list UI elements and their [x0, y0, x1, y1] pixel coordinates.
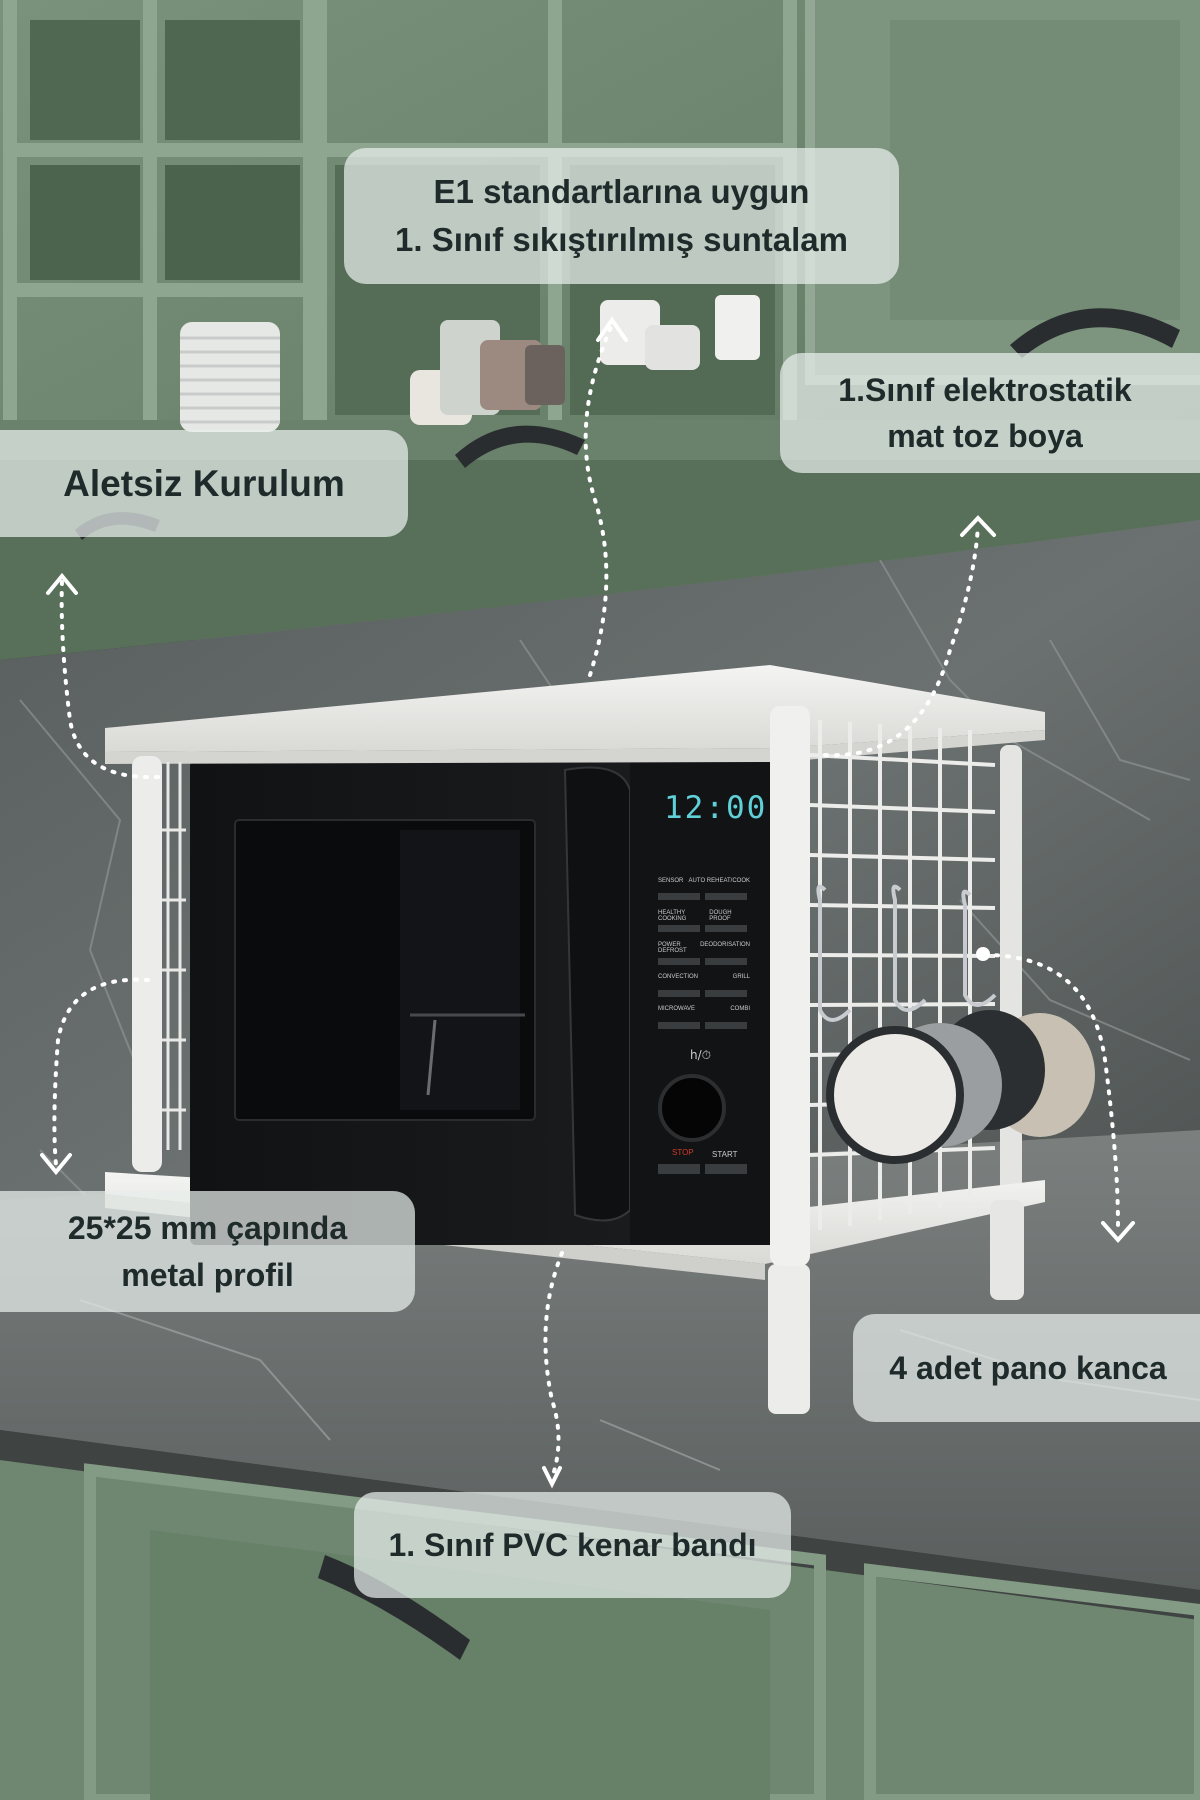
callout-panel-material: E1 standartlarına uygun 1. Sınıf sıkıştı…: [344, 148, 899, 284]
handle-upper-middle: [455, 425, 585, 468]
callout-hooks: 4 adet pano kanca: [853, 1314, 1200, 1422]
rack-leg-front-right: [768, 1264, 810, 1414]
callout-metal-profile: 25*25 mm çapında metal profil: [0, 1191, 415, 1312]
rack-post-front-right: [770, 706, 810, 1266]
button-label-healthy-cooking[interactable]: HEALTHY COOKING: [658, 910, 687, 922]
button-label-grill[interactable]: GRILL: [732, 974, 750, 980]
callout-arrows: [52, 323, 1120, 1480]
button-label-dough-proof[interactable]: DOUGH PROOF: [709, 910, 732, 922]
mugs: [826, 1010, 1095, 1164]
button-label-power-defrost[interactable]: POWER DEFROST: [658, 942, 687, 954]
control-buttons: [658, 893, 747, 1174]
cups: [410, 295, 760, 425]
plates: [180, 322, 280, 432]
stop-label[interactable]: STOP: [672, 1148, 694, 1157]
button-label-combi[interactable]: COMBI: [730, 1006, 750, 1012]
microwave-door-handle: [563, 766, 631, 1222]
callout-powder-paint: 1.Sınıf elektrostatik mat toz boya: [780, 353, 1200, 473]
microwave-display: 12:00: [664, 790, 768, 826]
callout-panel-line1: E1 standartlarına uygun: [433, 173, 810, 211]
callout-paint-line1: 1.Sınıf elektrostatik: [838, 371, 1132, 408]
callout-profile-line2: metal profil: [121, 1256, 294, 1293]
callout-setup-line1: Aletsiz Kurulum: [63, 462, 345, 504]
button-label-sensor[interactable]: SENSOR: [658, 878, 684, 884]
callout-profile-line1: 25*25 mm çapında: [67, 1210, 348, 1247]
callout-pvc-edge: 1. Sınıf PVC kenar bandı: [354, 1492, 791, 1598]
microwave-button-labels: SENSOR AUTO REHEAT/COOK HEALTHY COOKING …: [658, 878, 750, 1038]
button-label-microwave[interactable]: MICROWAVE: [658, 1006, 695, 1012]
callout-panel-line2: 1. Sınıf sıkıştırılmış suntalam: [395, 221, 848, 258]
control-knob: [658, 1074, 726, 1142]
rack-leg-front-left: [132, 756, 162, 1172]
button-label-convection[interactable]: CONVECTION: [658, 974, 699, 980]
handle-upper-right: [1010, 308, 1180, 358]
button-label-deodorisation[interactable]: DEODORISATION: [700, 942, 750, 948]
callout-paint-line2: mat toz boya: [887, 418, 1083, 454]
callout-hooks-line1: 4 adet pano kanca: [889, 1349, 1167, 1386]
pegboard-hooks: [816, 884, 997, 1022]
start-label[interactable]: START: [712, 1150, 738, 1159]
button-label-auto-reheat[interactable]: AUTO REHEAT/COOK: [688, 878, 750, 884]
power-time-icon: h/⏱: [690, 1048, 712, 1062]
rack-left-grid: [162, 762, 186, 1150]
callout-edge-line1: 1. Sınıf PVC kenar bandı: [388, 1526, 757, 1563]
callout-tool-free-setup: Aletsiz Kurulum: [0, 430, 408, 537]
